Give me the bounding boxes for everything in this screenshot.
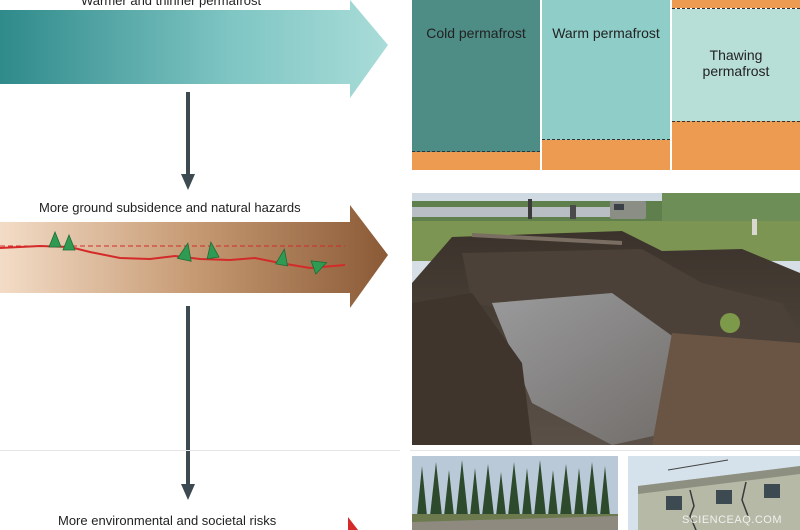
down-arrow bbox=[181, 92, 195, 190]
permafrost-table-line bbox=[542, 139, 670, 140]
active-layer bbox=[672, 121, 800, 170]
active-layer bbox=[412, 152, 540, 170]
warm-permafrost-column bbox=[542, 0, 670, 170]
watermark: SCIENCEAQ.COM bbox=[681, 514, 782, 526]
forest-photo bbox=[412, 456, 618, 530]
bottom-arrow-label: More environmental and societal risks bbox=[58, 513, 277, 528]
bottom-arrow bbox=[348, 517, 358, 530]
cold-permafrost-label: Cold permafrost bbox=[426, 25, 526, 41]
active-layer bbox=[542, 140, 670, 170]
tree-icon bbox=[62, 233, 76, 251]
column-fill bbox=[672, 9, 800, 121]
permafrost-top-line bbox=[672, 8, 800, 9]
tree-icon bbox=[176, 242, 192, 262]
thawing-permafrost-column bbox=[672, 0, 800, 170]
tree-icons bbox=[48, 230, 328, 275]
down-arrow bbox=[181, 306, 195, 500]
damaged-building-photo bbox=[628, 456, 800, 530]
tree-icon bbox=[48, 230, 62, 248]
label-backdrop bbox=[30, 198, 330, 216]
tree-icon bbox=[206, 240, 220, 260]
tree-icon bbox=[275, 247, 289, 267]
top-arrow-label: Warmer and thinner permafrost bbox=[81, 0, 262, 8]
column-fill bbox=[542, 0, 670, 140]
warm-permafrost-label: Warm permafrost bbox=[552, 25, 660, 41]
permafrost-table-line bbox=[672, 121, 800, 122]
permafrost-table-line bbox=[412, 151, 540, 152]
section-divider bbox=[410, 450, 800, 451]
thaw-slump-photo bbox=[412, 193, 800, 445]
tree-icon bbox=[310, 260, 328, 275]
thawing-permafrost-label: Thawing permafrost bbox=[702, 47, 770, 79]
cold-permafrost-column bbox=[412, 0, 540, 170]
top-active-layer bbox=[672, 0, 800, 8]
label-backdrop bbox=[78, 0, 288, 10]
top-arrow bbox=[0, 0, 388, 98]
middle-arrow-label: More ground subsidence and natural hazar… bbox=[39, 200, 301, 215]
section-divider bbox=[0, 450, 400, 451]
column-fill bbox=[412, 0, 540, 152]
